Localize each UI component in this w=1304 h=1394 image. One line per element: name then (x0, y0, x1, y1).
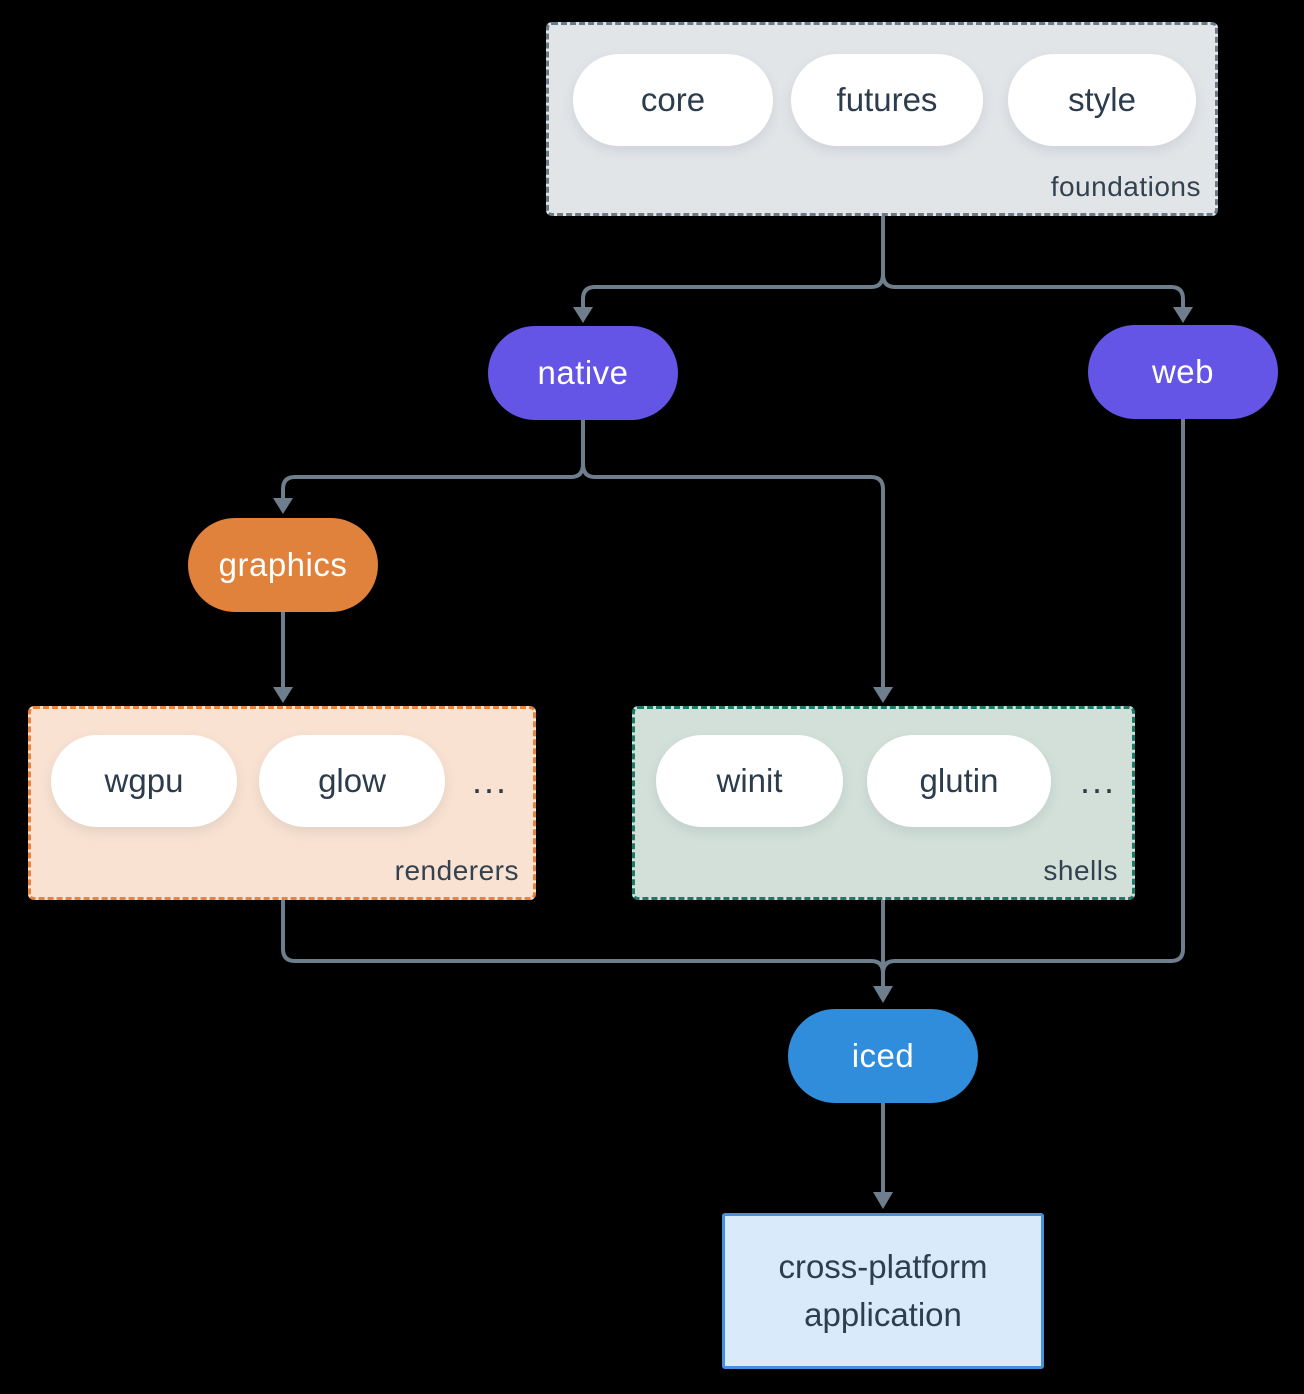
node-futures: futures (791, 54, 983, 146)
group-renderers: wgpu glow ... renderers (28, 706, 536, 900)
node-winit: winit (656, 735, 843, 827)
arrowhead-graphics (273, 498, 293, 514)
node-wgpu: wgpu (51, 735, 237, 827)
arrowhead-iced (873, 986, 893, 1003)
node-style: style (1008, 54, 1196, 146)
node-iced: iced (788, 1009, 978, 1103)
node-cross-platform-application: cross-platform application (722, 1213, 1044, 1369)
edge-renderers-iced (281, 899, 885, 974)
node-graphics: graphics (188, 518, 378, 612)
node-native: native (488, 326, 678, 420)
arrowhead-web (1173, 307, 1193, 323)
group-foundations: core futures style foundations (546, 22, 1218, 216)
edge-native-shells (581, 420, 885, 687)
arrowhead-renderers (273, 687, 293, 703)
edge-foundations-native (581, 216, 885, 307)
renderers-ellipsis: ... (471, 760, 508, 801)
group-shells-label: shells (1043, 855, 1118, 886)
arrowhead-shells (873, 687, 893, 703)
node-web: web (1088, 325, 1278, 419)
node-glow: glow (259, 735, 445, 827)
arrowhead-native (573, 307, 593, 323)
group-foundations-label: foundations (1050, 171, 1201, 202)
group-shells: winit glutin ... shells (632, 706, 1135, 900)
node-glutin: glutin (867, 735, 1051, 827)
edge-foundations-web (881, 216, 1185, 307)
shells-ellipsis: ... (1079, 760, 1116, 801)
group-renderers-label: renderers (394, 855, 519, 886)
edge-native-graphics (281, 420, 585, 498)
node-core: core (573, 54, 773, 146)
arrowhead-application (873, 1192, 893, 1209)
